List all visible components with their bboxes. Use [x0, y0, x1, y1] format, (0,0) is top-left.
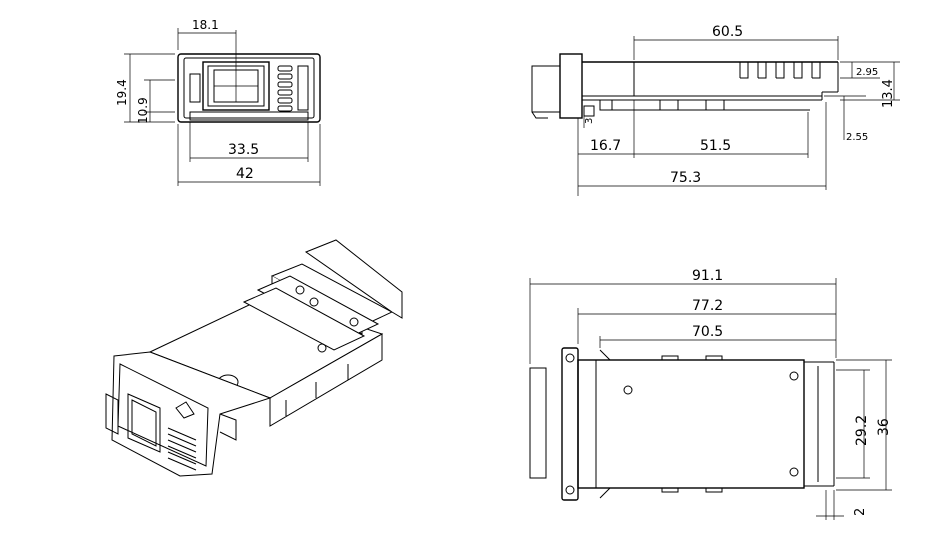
isometric-view [105, 239, 403, 477]
dim-51-5: 51.5 [700, 138, 731, 154]
front-fins [277, 65, 293, 112]
dim-42: 42 [236, 166, 254, 182]
front-view: 18.1 19.4 10.9 33.5 42 [115, 18, 321, 186]
dim-3: 3 [584, 118, 595, 124]
top-view: 91.1 77.2 70.5 29.2 36 2 [529, 268, 892, 520]
side-view: 60.5 2.95 13.4 2.55 3 16.7 51.5 75.3 [531, 24, 900, 196]
dim-77-2: 77.2 [692, 298, 723, 314]
dim-2-55: 2.55 [846, 132, 868, 143]
dim-2-95: 2.95 [856, 67, 878, 78]
dim-70-5: 70.5 [692, 324, 723, 340]
dim-13-4: 13.4 [881, 79, 896, 108]
dim-36: 36 [876, 418, 892, 436]
dim-75-3: 75.3 [670, 170, 701, 186]
dim-2: 2 [853, 508, 868, 516]
dim-29-2: 29.2 [854, 415, 870, 446]
dim-33-5: 33.5 [228, 142, 259, 158]
dim-16-7: 16.7 [590, 138, 621, 154]
iso-front-fins [167, 427, 197, 471]
dim-19-4: 19.4 [115, 79, 129, 106]
dim-18-1: 18.1 [192, 18, 219, 32]
dim-60-5: 60.5 [712, 24, 743, 40]
dim-91-1: 91.1 [692, 268, 723, 284]
side-fins [739, 62, 821, 79]
iso-fins [242, 239, 403, 353]
dim-10-9: 10.9 [136, 97, 150, 124]
